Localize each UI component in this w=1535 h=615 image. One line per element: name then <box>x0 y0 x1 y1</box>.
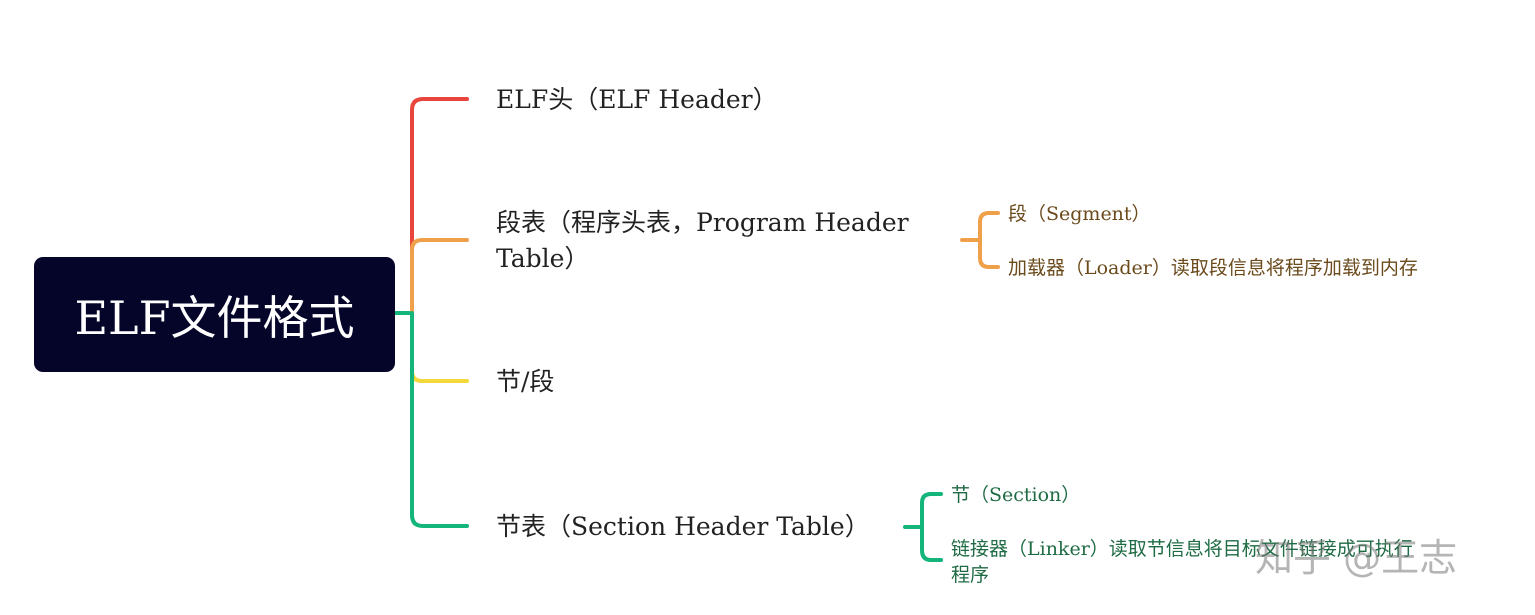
leaf-section: 节（Section） <box>951 484 1081 506</box>
segment-bracket <box>960 211 1000 269</box>
leaf-linker: 链接器（Linker）读取节信息将目标文件链接成可执行程序 <box>951 538 1413 586</box>
leaf-loader: 加载器（Loader）读取段信息将程序加载到内存 <box>1008 257 1418 279</box>
branch-line-section-header <box>410 311 469 528</box>
root-label: ELF文件格式 <box>74 290 355 345</box>
leaf-segment: 段（Segment） <box>1008 203 1151 225</box>
branch-program-header-table: 段表（程序头表，Program Header Table） <box>496 208 909 273</box>
branch-line-elf-header <box>410 97 469 315</box>
branch-section-segment: 节/段 <box>496 367 555 396</box>
branch-line-program-header <box>410 238 469 315</box>
root-node: ELF文件格式 <box>34 257 395 372</box>
section-bracket <box>903 492 943 562</box>
watermark: 知乎 @王志 <box>1255 536 1458 580</box>
branch-elf-header: ELF头（ELF Header） <box>496 85 778 114</box>
branch-section-header-table: 节表（Section Header Table） <box>496 512 870 541</box>
branch-line-section-segment <box>410 311 469 383</box>
